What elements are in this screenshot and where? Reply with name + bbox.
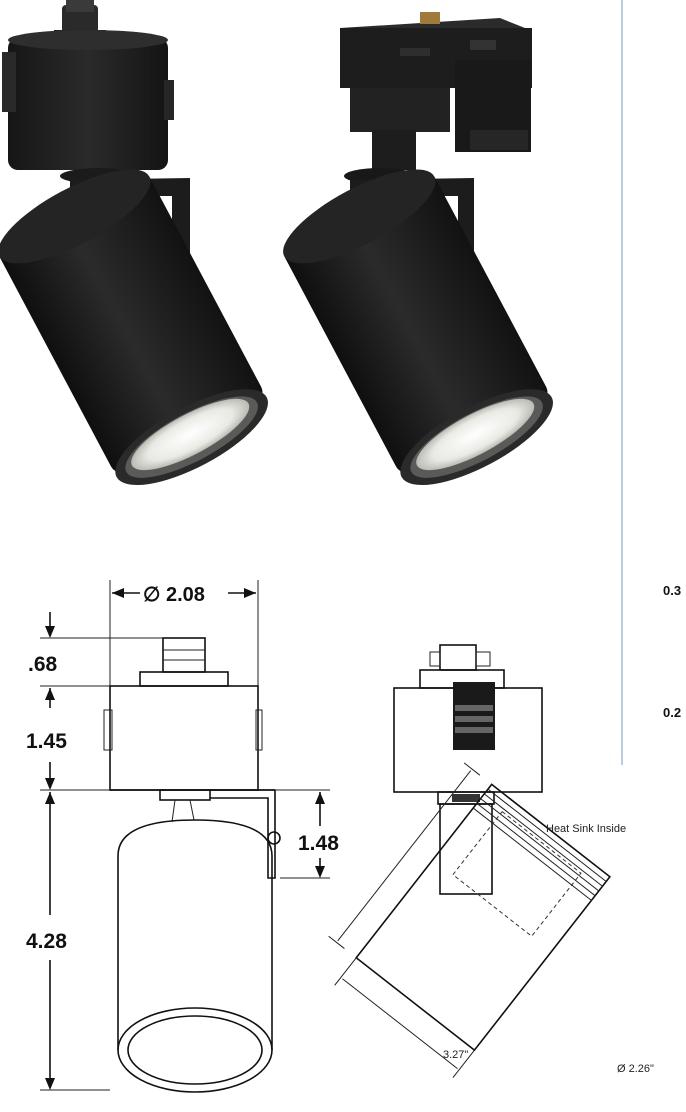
side-length-label: 3.27" <box>443 1049 468 1061</box>
track-head-round-photo <box>0 0 269 486</box>
front-view-drawing: ∅ 2.08 .68 1.45 4.28 <box>26 580 339 1093</box>
side-diameter-label: Ø 2.26" <box>617 1063 654 1075</box>
diameter-label: ∅ 2.08 <box>143 584 205 606</box>
edge-value-2: 0.2 <box>663 705 681 720</box>
edge-value-1: 0.3 <box>663 583 681 598</box>
body-height-label: 1.45 <box>26 730 67 753</box>
heat-sink-label: Heat Sink Inside <box>546 823 626 835</box>
track-head-rect-photo <box>283 12 554 486</box>
adapter-height-label: .68 <box>28 653 58 676</box>
side-view-drawing: Heat Sink Inside 3.27" Ø 2.26" <box>328 644 654 1079</box>
can-height-label: 4.28 <box>26 930 67 953</box>
bracket-height-label: 1.48 <box>298 832 339 855</box>
